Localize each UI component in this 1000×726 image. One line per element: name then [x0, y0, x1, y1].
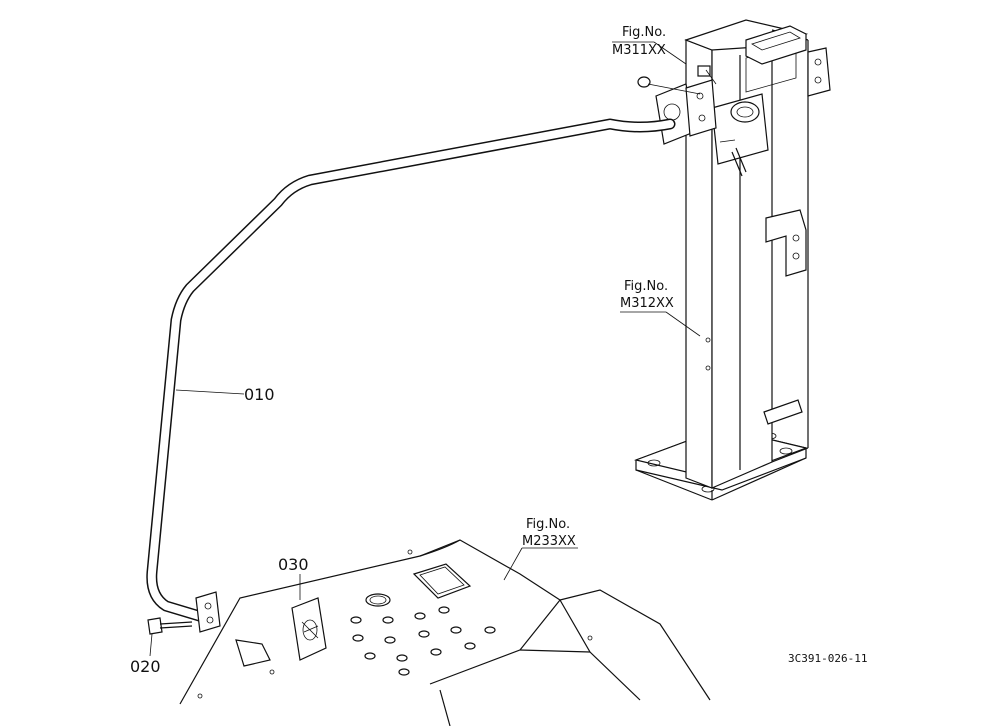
support-post: [633, 19, 831, 501]
fig-top-line1: Fig.No.: [622, 25, 666, 40]
bolt-020: [147, 617, 193, 635]
fig-top-line2: M311XX: [612, 43, 666, 58]
part-030-label: 030: [278, 555, 309, 574]
drawing-code: 3C391-026-11: [788, 652, 867, 665]
leader-lines: [149, 41, 701, 657]
fig-mid-line1: Fig.No.: [624, 279, 668, 294]
handrail-pipe: [146, 118, 676, 633]
part-020-label: 020: [130, 657, 161, 676]
fig-mid-line2: M312XX: [620, 296, 674, 311]
fig-bottom-line1: Fig.No.: [526, 517, 570, 532]
floor-plate: [179, 539, 711, 726]
bracket-030: [291, 597, 327, 661]
part-010-label: 010: [244, 385, 275, 404]
fig-bottom-line2: M233XX: [522, 534, 576, 549]
